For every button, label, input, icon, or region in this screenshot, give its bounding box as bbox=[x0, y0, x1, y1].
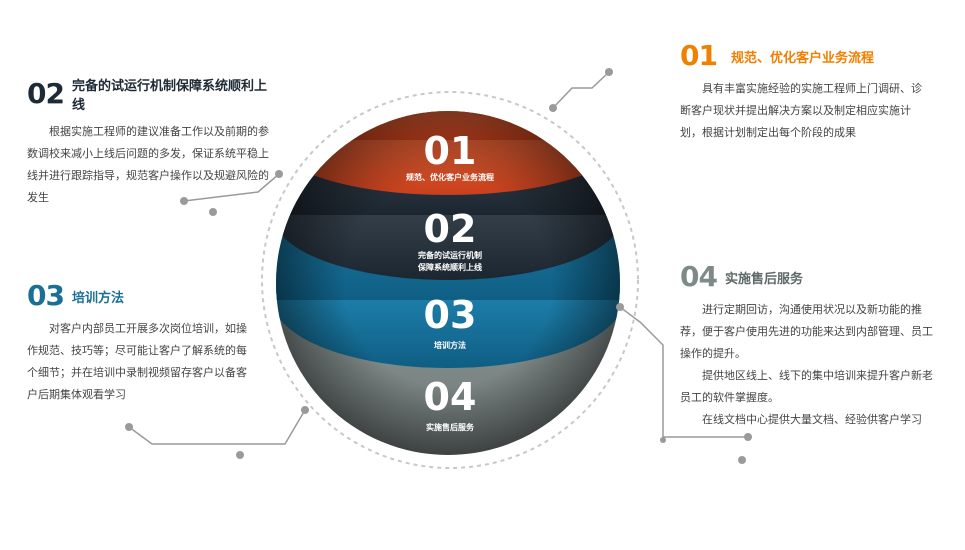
section-title: 规范、优化客户业务流程 bbox=[730, 49, 874, 65]
section-title: 实施售后服务 bbox=[724, 270, 803, 286]
dashed-ring bbox=[261, 91, 639, 469]
sphere-num-02: 02 bbox=[424, 207, 477, 251]
sphere-label-04: 实施售后服务 bbox=[426, 422, 475, 432]
section-number: 03 bbox=[27, 279, 65, 312]
section-body: 进行定期回访，沟通使用状况以及新功能的推荐，便于客户使用先进的功能来达到内部管理… bbox=[680, 304, 933, 360]
connector-dots bbox=[125, 68, 752, 464]
section-body: 具有丰富实施经验的实施工程师上门调研、诊断客户现状并提出解决方案以及制定相应实施… bbox=[680, 83, 922, 139]
section-01: 01 规范、优化客户业务流程 具有丰富实施经验的实施工程师上门调研、诊断客户现状并… bbox=[680, 42, 930, 144]
section-title: 完备的试运行机制保障系统顺利上线 bbox=[71, 78, 267, 112]
section-04: 04 实施售后服务 进行定期回访，沟通使用状况以及新功能的推荐，便于客户使用先进的… bbox=[680, 263, 935, 431]
section-title: 培训方法 bbox=[71, 289, 124, 305]
sphere-num-04: 04 bbox=[424, 375, 477, 419]
sphere-label-02b: 保障系统顺利上线 bbox=[417, 262, 482, 272]
sphere-label-02a: 完备的试运行机制 bbox=[418, 250, 482, 260]
sphere-label-01: 规范、优化客户业务流程 bbox=[406, 172, 494, 182]
section-body: 提供地区线上、线下的集中培训来提升客户新老员工的软件掌握度。 bbox=[680, 370, 933, 404]
sphere-num-03: 03 bbox=[424, 293, 477, 337]
section-body: 根据实施工程师的建议准备工作以及前期的参数调校来减小上线后问题的多发，保证系统平… bbox=[27, 126, 269, 204]
sphere-label-03: 培训方法 bbox=[434, 340, 466, 350]
connector-lines bbox=[128, 71, 748, 445]
sphere-num-01: 01 bbox=[424, 129, 477, 173]
section-body: 在线文档中心提供大量文档、经验供客户学习 bbox=[702, 414, 922, 426]
section-03: 03 培训方法 对客户内部员工开展多次岗位培训，如操作规范、技巧等；尽可能让客户了… bbox=[27, 282, 252, 406]
section-number: 01 bbox=[680, 39, 718, 72]
section-number: 04 bbox=[680, 260, 718, 293]
section-number: 02 bbox=[27, 77, 65, 110]
section-body: 对客户内部员工开展多次岗位培训，如操作规范、技巧等；尽可能让客户了解系统的每个细… bbox=[27, 323, 247, 401]
